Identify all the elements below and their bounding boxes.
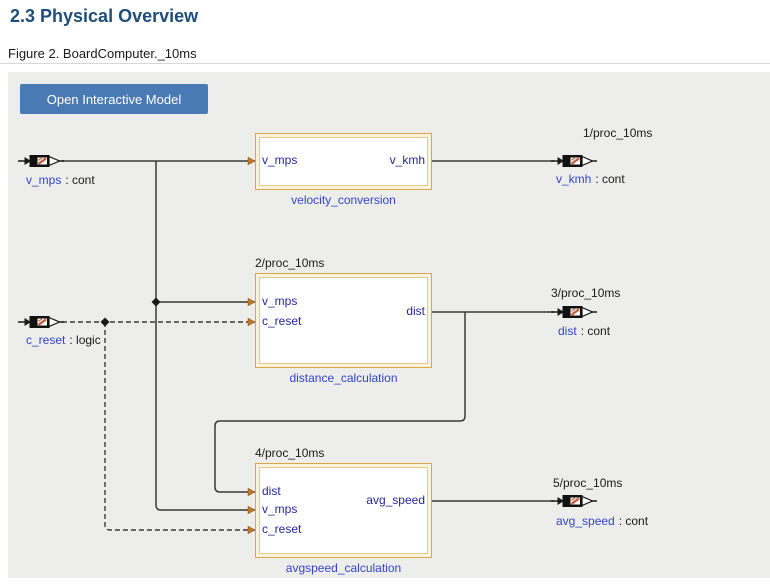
output-port-icon-dist [549, 305, 599, 319]
wire-v-mps-branch-down [155, 161, 255, 511]
diagram-panel: Open Interactive Model [8, 72, 770, 578]
block-body [259, 467, 428, 554]
output-port-icon-avg-speed [549, 494, 599, 508]
output-label-v-kmh: v_kmh: cont [556, 172, 625, 186]
port-label: v_kmh [389, 153, 425, 167]
block-name-velocity-conversion: velocity_conversion [291, 193, 396, 207]
horizontal-divider [0, 63, 770, 64]
arrowhead-avgspeed-v-mps [247, 505, 256, 515]
arrowhead-avgspeed-dist [247, 487, 256, 497]
arrowhead-distance-c-reset [247, 317, 256, 327]
port-label: dist [262, 484, 281, 498]
port-label: v_mps [262, 502, 298, 516]
proc-label-output-5: 5/proc_10ms [553, 476, 623, 490]
figure-caption: Figure 2. BoardComputer._10ms [8, 46, 197, 61]
port-label: avg_speed [366, 493, 425, 507]
proc-label-output-3: 3/proc_10ms [551, 286, 621, 300]
block-name-avgspeed-calculation: avgspeed_calculation [285, 561, 402, 575]
junction-diamond-c-reset [100, 317, 110, 327]
output-label-dist: dist: cont [558, 324, 611, 338]
wire-c-reset-branch-down [104, 322, 255, 531]
port-label: v_mps [262, 153, 298, 167]
input-label-v-mps: v_mps: cont [26, 173, 95, 187]
proc-label-distance: 2/proc_10ms [255, 256, 325, 270]
arrowhead-velocity-v-mps [247, 156, 256, 166]
block-name-distance-calculation: distance_calculation [289, 371, 398, 385]
input-label-c-reset: c_reset: logic [26, 333, 101, 347]
block-velocity-conversion [255, 133, 432, 190]
open-interactive-model-button[interactable]: Open Interactive Model [20, 84, 208, 114]
page-title: 2.3 Physical Overview [10, 6, 199, 26]
port-label: c_reset [262, 314, 302, 328]
input-port-icon-v-mps [16, 154, 66, 168]
port-label: dist [406, 304, 425, 318]
port-label: c_reset [262, 522, 302, 536]
proc-label-output-1: 1/proc_10ms [583, 126, 653, 140]
block-body [259, 137, 428, 186]
wire-dist-feedback [214, 312, 466, 493]
proc-label-avgspeed: 4/proc_10ms [255, 446, 325, 460]
input-port-icon-c-reset [16, 315, 66, 329]
output-port-icon-v-kmh [549, 154, 599, 168]
block-avgspeed-calculation [255, 463, 432, 558]
port-label: v_mps [262, 294, 298, 308]
output-label-avg-speed: avg_speed: cont [556, 514, 649, 528]
wires-layer [16, 154, 599, 535]
arrowhead-avgspeed-c-reset [247, 525, 256, 535]
block-distance-calculation [255, 273, 432, 368]
block-body [259, 277, 428, 364]
arrowhead-distance-v-mps [247, 297, 256, 307]
junction-diamond-v-mps [151, 297, 161, 307]
